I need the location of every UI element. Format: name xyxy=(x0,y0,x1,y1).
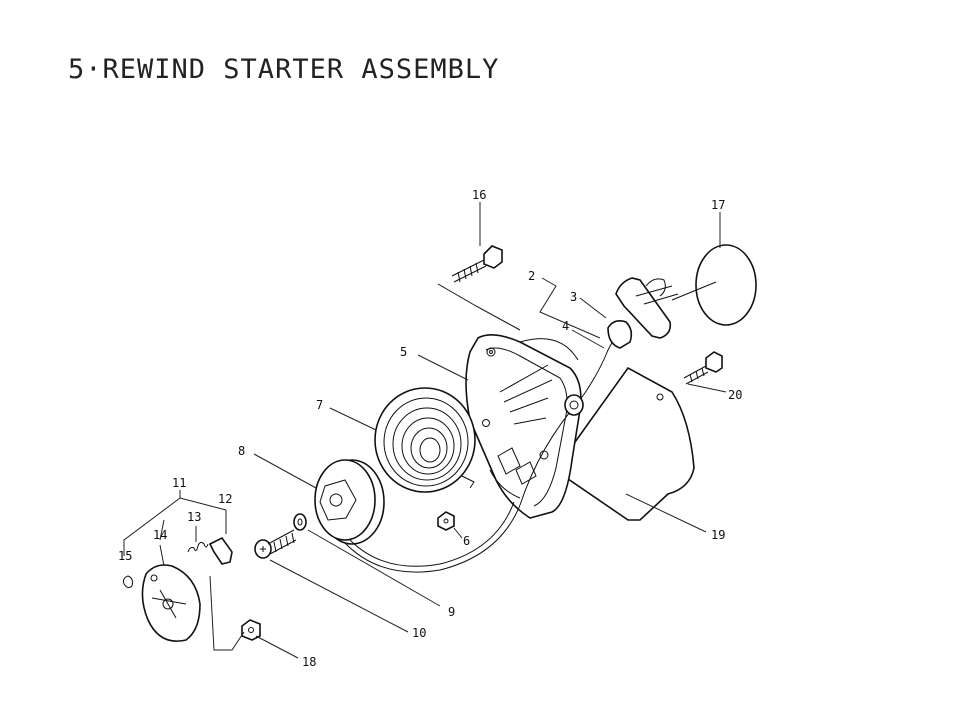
callout-4: 4 xyxy=(562,319,569,333)
callout-11: 11 xyxy=(172,476,186,490)
callout-16: 16 xyxy=(472,188,486,202)
callout-5: 5 xyxy=(400,345,407,359)
part-3-grip-insert xyxy=(607,320,633,349)
callout-8: 8 xyxy=(238,444,245,458)
part-19-plate xyxy=(553,366,695,521)
callout-20: 20 xyxy=(728,388,742,402)
part-5-housing xyxy=(465,334,582,519)
callout-18: 18 xyxy=(302,655,316,669)
callout-15: 15 xyxy=(118,549,132,563)
callout-3: 3 xyxy=(570,290,577,304)
part-9-washer xyxy=(293,513,307,531)
part-17-label-disc xyxy=(671,244,757,326)
leader-lines xyxy=(123,202,727,659)
callout-12: 12 xyxy=(218,492,232,506)
part-6-nut xyxy=(437,511,455,531)
callout-labels: 2 3 4 5 6 7 8 9 10 11 12 13 14 15 16 17 … xyxy=(118,188,742,669)
part-20-bolt xyxy=(683,351,723,385)
callout-2: 2 xyxy=(528,269,535,283)
part-4-rope-guide xyxy=(564,394,584,416)
callout-6: 6 xyxy=(463,534,470,548)
page-title: 5·REWIND STARTER ASSEMBLY xyxy=(68,54,500,85)
callout-9: 9 xyxy=(448,605,455,619)
callout-10: 10 xyxy=(412,626,426,640)
part-12-pawl xyxy=(208,536,233,565)
starter-rope xyxy=(343,327,621,573)
callout-14: 14 xyxy=(153,528,167,542)
callout-7: 7 xyxy=(316,398,323,412)
part-16-bolt xyxy=(437,245,521,331)
part-2-handle xyxy=(615,277,679,339)
part-8-pulley xyxy=(314,459,385,545)
callout-19: 19 xyxy=(711,528,725,542)
part-15-clip xyxy=(123,575,133,589)
part-14-ratchet-plate xyxy=(141,564,201,642)
part-13-spring xyxy=(187,541,209,553)
callout-17: 17 xyxy=(711,198,725,212)
part-7-spring xyxy=(374,387,476,493)
part-18-nut xyxy=(241,619,261,641)
part-10-screw xyxy=(254,529,297,559)
callout-13: 13 xyxy=(187,510,201,524)
